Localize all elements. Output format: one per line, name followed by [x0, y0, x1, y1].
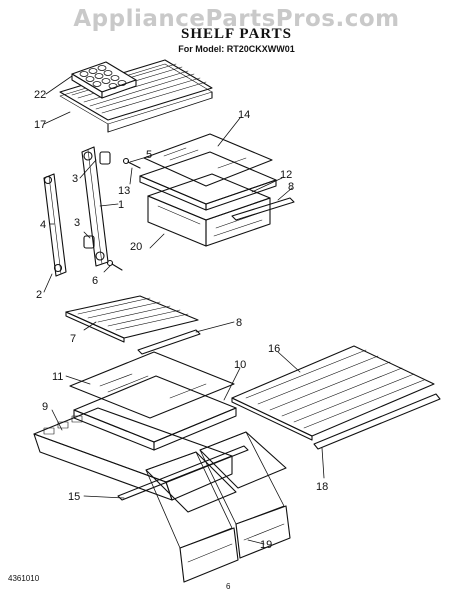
- bracket-lower: [83, 235, 95, 249]
- shelf-frame-top: [139, 151, 277, 211]
- page-number: 6: [226, 582, 231, 591]
- side-rail-large: [313, 393, 441, 450]
- glass-crisper-cover: [69, 351, 235, 419]
- callout-12: 12: [280, 169, 292, 181]
- callout-10: 10: [234, 359, 246, 371]
- shelf-support-rail-left: [43, 173, 67, 277]
- callout-3-upper: 3: [72, 173, 78, 185]
- wire-shelf-large: [231, 345, 435, 441]
- callout-7: 7: [70, 333, 76, 345]
- screw-upper: [122, 157, 141, 169]
- callout-18: 18: [316, 481, 328, 493]
- callout-17: 17: [34, 119, 46, 131]
- bracket-upper: [99, 151, 111, 165]
- egg-tray: [71, 61, 137, 99]
- callout-3-lower: 3: [74, 217, 80, 229]
- screw-lower: [106, 259, 123, 271]
- crisper-drawer-right: [199, 431, 291, 559]
- callout-9: 9: [42, 401, 48, 413]
- callout-11: 11: [52, 371, 63, 383]
- wire-shelf-mid: [65, 295, 199, 343]
- glass-shelf-top: [143, 133, 273, 187]
- document-number: 4361010: [8, 574, 40, 583]
- crisper-drawer-left: [145, 451, 239, 583]
- site-watermark: AppliancePartsPros.com: [73, 6, 400, 32]
- callout-14: 14: [238, 109, 250, 121]
- callout-19: 19: [260, 539, 272, 551]
- callout-8-upper: 8: [288, 181, 294, 193]
- callout-2: 2: [36, 289, 42, 301]
- crisper-slide-rail: [117, 445, 249, 501]
- callout-6: 6: [92, 275, 98, 287]
- callout-1: 1: [118, 199, 124, 211]
- callout-13: 13: [118, 185, 130, 197]
- side-rail-mid: [137, 329, 201, 355]
- callout-15: 15: [68, 491, 80, 503]
- callout-5: 5: [146, 149, 152, 161]
- diagram-title: SHELF PARTS: [181, 26, 292, 42]
- model-line: For Model: RT20CKXWW01: [178, 44, 295, 54]
- callout-8-mid: 8: [236, 317, 242, 329]
- leader-lines: [43, 75, 325, 545]
- callout-16: 16: [268, 343, 280, 355]
- callout-4: 4: [40, 219, 46, 231]
- wire-shelf-top: [59, 59, 213, 133]
- crisper-cover-frame: [73, 375, 237, 451]
- callout-22: 22: [34, 89, 46, 101]
- callout-20: 20: [130, 241, 142, 253]
- side-rail-top: [231, 197, 295, 221]
